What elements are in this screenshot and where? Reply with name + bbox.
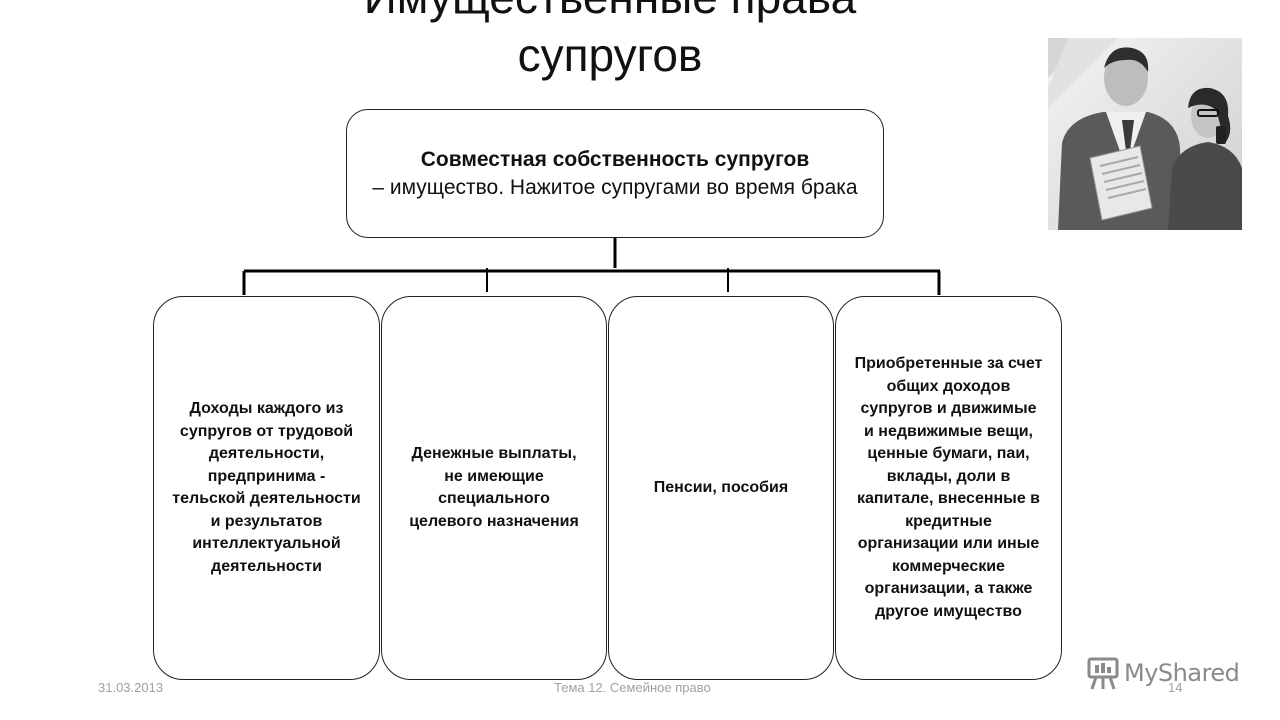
watermark-text: MyShared <box>1124 659 1240 687</box>
category-text-acquired: Приобретенные за счет общих доходов супр… <box>854 355 1043 620</box>
category-text-income: Доходы каждого из супругов от трудовой д… <box>172 400 361 575</box>
footer-topic: Тема 12. Семейное право <box>554 680 711 695</box>
category-text-payments: Денежные выплаты, не имеющие специальног… <box>409 445 579 530</box>
joint-property-definition: – имущество. Нажитое супругами во время … <box>372 175 858 199</box>
category-box-acquired: Приобретенные за счет общих доходов супр… <box>835 296 1062 680</box>
couple-photo-illustration <box>1048 38 1242 230</box>
myshared-watermark: MyShared <box>1086 656 1240 690</box>
category-box-income: Доходы каждого из супругов от трудовой д… <box>153 296 380 680</box>
category-text-pensions: Пенсии, пособия <box>653 478 789 496</box>
footer-page-number: 14 <box>1168 680 1183 695</box>
slide-title-line1: Имущественные права <box>300 0 920 26</box>
category-box-payments: Денежные выплаты, не имеющие специальног… <box>381 296 607 680</box>
presentation-board-icon <box>1087 657 1119 690</box>
joint-property-heading: Совместная собственность супругов <box>420 147 810 171</box>
slide-title-line2: супругов <box>517 29 703 81</box>
category-box-pensions: Пенсии, пособия <box>608 296 834 680</box>
footer-date: 31.03.2013 <box>98 680 164 695</box>
couple-photo <box>1048 38 1242 230</box>
joint-property-box: Совместная собственность супругов – имущ… <box>346 109 884 238</box>
